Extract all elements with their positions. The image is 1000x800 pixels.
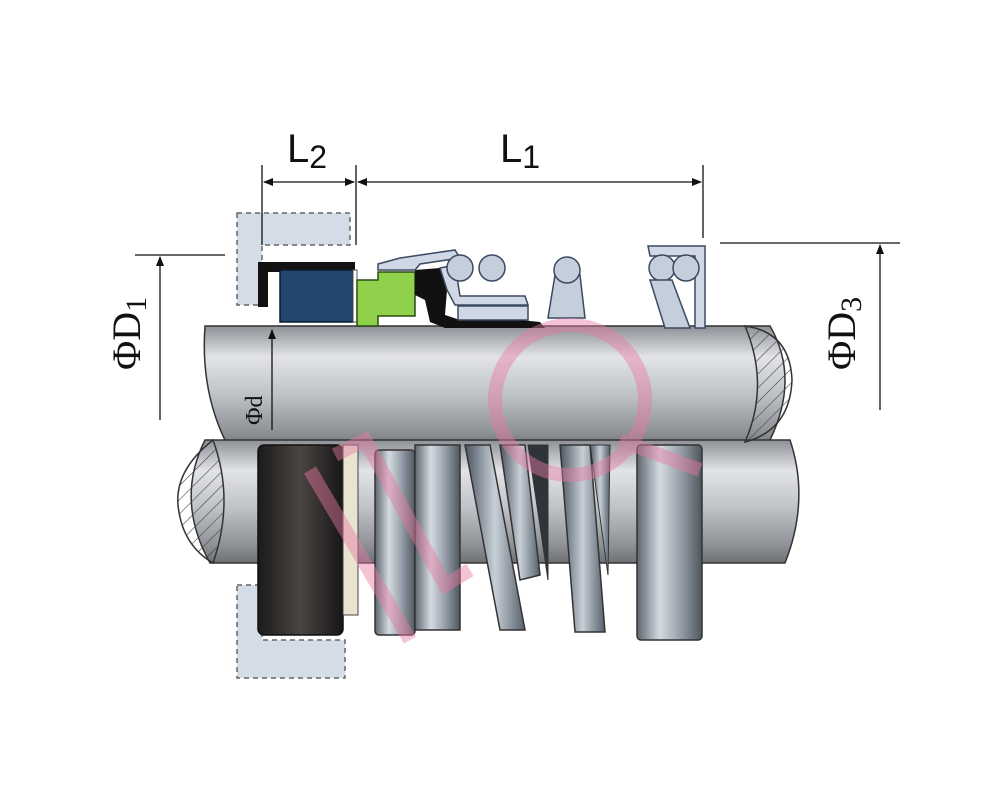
label-phi-d: Φd <box>242 395 268 425</box>
dimension-lines <box>135 165 900 430</box>
housing-gland <box>236 212 351 679</box>
label-d1: ΦD1 <box>104 297 153 370</box>
rotating-face <box>356 271 416 327</box>
label-d3: ΦD3 <box>819 297 868 370</box>
shaft-section-left <box>177 438 225 565</box>
stationary-face <box>279 269 354 323</box>
label-l1: L1 <box>500 127 540 175</box>
watermark-logo <box>303 318 703 644</box>
seal-cross-section <box>258 245 706 329</box>
label-l2: L2 <box>287 127 327 175</box>
shaft-section-right <box>743 325 793 444</box>
seal-exterior-view <box>257 444 703 641</box>
